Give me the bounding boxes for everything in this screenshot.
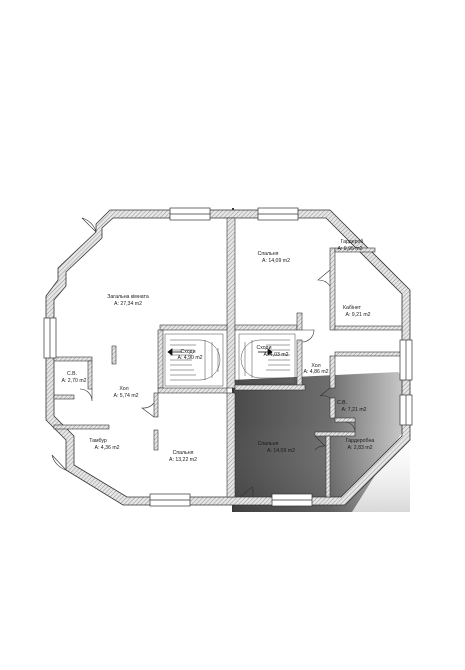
room-area: A: 5,74 m2 [113,393,138,399]
room-label-bedroom-bottom-right: Спальня A: 14,09 m2 [258,441,296,454]
room-label-tambur: Тамбур A: 4,36 m2 [89,438,119,451]
room-area: A: 4,86 m2 [303,369,328,375]
room-label-wc-left: С.В. A: 2,70 m2 [61,371,86,384]
room-label-bedroom-left: Спальня A: 13,22 m2 [169,450,197,463]
room-area: A: 14,09 m2 [267,448,295,454]
room-labels: Загальна кімната A: 27,34 m2 Сходи A: 4,… [61,239,374,463]
room-area: A: 2,70 m2 [61,378,86,384]
stair-arrows [167,348,273,356]
room-label-wardrobe-bottom: Гардеробна A: 2,83 m2 [346,438,375,451]
room-name: Сходи [257,345,272,351]
room-label-hall-left: Хол A: 5,74 m2 [113,386,138,399]
room-area: A: 13,22 m2 [169,457,197,463]
room-name: Спальня [258,441,279,447]
room-area: A: 0,95 m2 [337,246,362,252]
room-area: A: 14,09 m2 [262,258,290,264]
stair-left [164,333,224,387]
room-name: Гардеробна [346,438,375,444]
room-label-cabinet: Кабінет A: 9,21 m2 [343,305,371,318]
room-label-bedroom-top-right: Спальня A: 14,09 m2 [258,251,291,264]
room-name: С.В. [67,371,77,377]
room-label-stair-right: Сходи A: 4,03 m2 [257,345,289,358]
room-area: A: 27,34 m2 [114,301,142,307]
room-name: Спальня [173,450,194,456]
room-name: С.В. [337,400,347,406]
room-label-wc-right: С.В. A: 7,21 m2 [337,400,367,413]
room-area: A: 4,36 m2 [94,445,119,451]
stair-right [238,333,296,385]
room-label-living: Загальна кімната A: 27,34 m2 [107,294,149,307]
room-name: Хол [119,386,128,392]
room-name: Гардероб [341,239,364,245]
room-area: A: 4,03 m2 [263,352,288,358]
room-label-hall-right: Хол A: 4,86 m2 [303,363,328,375]
room-label-stair-left: Сходи A: 4,90 m2 [177,349,202,361]
doors [51,217,356,498]
room-name: Сходи [181,349,196,355]
room-area: A: 4,90 m2 [177,355,202,361]
room-name: Хол [311,363,320,369]
room-area: A: 9,21 m2 [345,312,370,318]
room-name: Кабінет [343,305,362,311]
room-name: Тамбур [89,438,107,444]
room-name: Загальна кімната [107,294,149,300]
room-name: Спальня [258,251,279,257]
room-area: A: 7,21 m2 [341,407,366,413]
room-label-wardrobe-top: Гардероб A: 0,95 m2 [337,239,363,252]
windows [43,207,413,507]
room-area: A: 2,83 m2 [347,445,372,451]
